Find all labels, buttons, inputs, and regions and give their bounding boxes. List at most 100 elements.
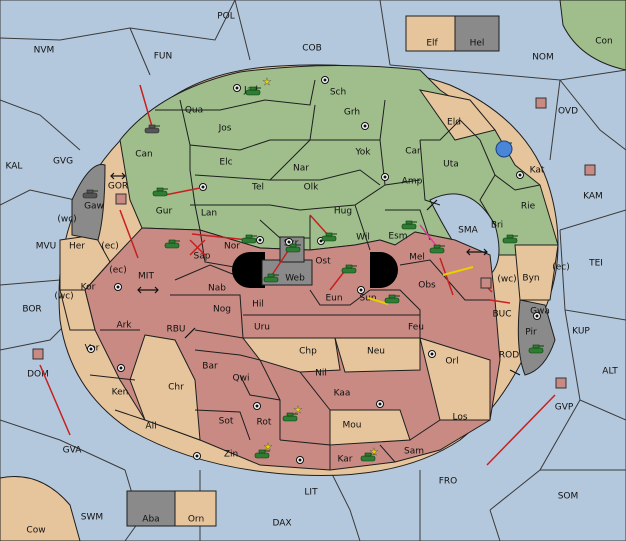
tank-icon[interactable]	[245, 86, 261, 96]
label-elc: Elc	[219, 158, 232, 168]
tunnel-west	[232, 252, 265, 288]
label-chr: Chr	[168, 383, 184, 393]
label-con: Con	[595, 37, 613, 47]
label-kaa: Kaa	[334, 389, 351, 399]
region-web-box[interactable]	[261, 259, 313, 286]
tank-icon[interactable]	[282, 412, 298, 422]
supply-center-dot	[518, 173, 522, 177]
supply-center-dot	[359, 288, 363, 292]
units: ★★★★	[32, 77, 596, 462]
coast-label: (wc)	[57, 215, 76, 225]
region-eld[interactable]	[418, 89, 496, 141]
tank-icon[interactable]	[321, 232, 337, 242]
label-mou: Mou	[343, 421, 362, 431]
tank-icon[interactable]	[82, 189, 98, 199]
label-gwa: Gwa	[530, 307, 550, 317]
label-olk: Olk	[304, 183, 320, 193]
label-uta: Uta	[443, 160, 459, 170]
label-dax: DAX	[272, 519, 291, 529]
label-som: SOM	[558, 492, 579, 502]
region-pir[interactable]	[517, 299, 556, 376]
label-fun: FUN	[154, 52, 173, 62]
tunnel-east	[370, 252, 398, 288]
star-icon: ★	[264, 442, 273, 453]
label-sma: SMA	[458, 226, 478, 236]
tank-icon[interactable]	[341, 264, 357, 274]
supply-center-dot	[363, 124, 367, 128]
region-hel[interactable]	[454, 15, 500, 52]
coast-label: (wc)	[497, 275, 516, 285]
label-dom: DOM	[27, 370, 49, 380]
coast-label: (ec)	[109, 266, 127, 276]
label-rie: Rie	[521, 202, 536, 212]
tank-icon[interactable]	[152, 187, 168, 197]
region-cow[interactable]	[0, 476, 81, 541]
tank-icon[interactable]	[384, 294, 400, 304]
tank-icon[interactable]	[401, 220, 417, 230]
label-yok: Yok	[354, 148, 371, 158]
star-icon: ★	[263, 77, 272, 88]
region-gaw[interactable]	[71, 163, 106, 241]
label-hel: Hel	[470, 39, 485, 49]
label-gaw: Gaw	[84, 202, 104, 212]
fleet-icon[interactable]	[584, 164, 596, 176]
supply-center-dot	[383, 175, 387, 179]
fleet-icon[interactable]	[555, 377, 567, 389]
tank-icon[interactable]	[241, 234, 257, 244]
label-nil: Nil	[315, 369, 327, 379]
tank-icon[interactable]	[144, 124, 160, 134]
label-kor: Kor	[81, 283, 96, 293]
supply-center-dot	[535, 314, 539, 318]
label-mvu: MVU	[36, 242, 57, 252]
supply-center-dot	[255, 404, 259, 408]
tank-icon[interactable]	[528, 344, 544, 354]
region-orn[interactable]	[174, 490, 217, 527]
label-her: Her	[69, 242, 85, 252]
label-ken: Ken	[112, 388, 129, 398]
tank-icon[interactable]	[285, 243, 301, 253]
label-lan: Lan	[201, 209, 217, 219]
region-chp[interactable]	[241, 337, 341, 373]
region-byn[interactable]	[514, 244, 559, 301]
label-kup: KUP	[572, 327, 590, 337]
fleet-icon[interactable]	[32, 348, 44, 360]
supply-center-dot	[298, 458, 302, 462]
tank-icon[interactable]	[164, 239, 180, 249]
supply-center-dot	[89, 347, 93, 351]
label-rbu: RBU	[166, 325, 185, 335]
label-nvm: NVM	[34, 46, 55, 56]
label-buc: BUC	[492, 310, 511, 320]
label-gvp: GVP	[555, 403, 574, 413]
label-chp: Chp	[299, 347, 317, 357]
double-arrow-icon	[110, 172, 521, 376]
fleet-icon[interactable]	[495, 140, 513, 158]
label-zin: Zin	[224, 450, 238, 460]
label-bar: Bar	[202, 362, 218, 372]
tank-icon[interactable]	[263, 273, 279, 283]
label-byn: Byn	[522, 274, 539, 284]
fleet-icon[interactable]	[115, 193, 127, 205]
supply-center-dot	[116, 285, 120, 289]
label-cob: COB	[302, 44, 322, 54]
region-chr[interactable]	[129, 334, 201, 441]
tank-icon[interactable]	[502, 234, 518, 244]
label-nog: Nog	[213, 305, 231, 315]
fleet-icon[interactable]	[480, 277, 492, 289]
supply-center-dot	[195, 454, 199, 458]
region-neu[interactable]	[334, 337, 421, 373]
tank-icon[interactable]	[254, 449, 270, 459]
label-orl: Orl	[445, 357, 458, 367]
label-tei: TEI	[588, 259, 603, 269]
label-gor: GOR	[108, 182, 128, 192]
tank-icon[interactable]	[429, 244, 445, 254]
tank-icon[interactable]	[360, 452, 376, 462]
label-kal: KAL	[6, 162, 23, 172]
region-kor[interactable]	[59, 289, 96, 331]
region-aba[interactable]	[126, 490, 176, 527]
region-orl[interactable]	[419, 337, 491, 421]
fleet-icon[interactable]	[535, 97, 547, 109]
supply-center-dot	[119, 366, 123, 370]
label-fro: FRO	[439, 477, 458, 487]
region-elf[interactable]	[405, 15, 456, 52]
